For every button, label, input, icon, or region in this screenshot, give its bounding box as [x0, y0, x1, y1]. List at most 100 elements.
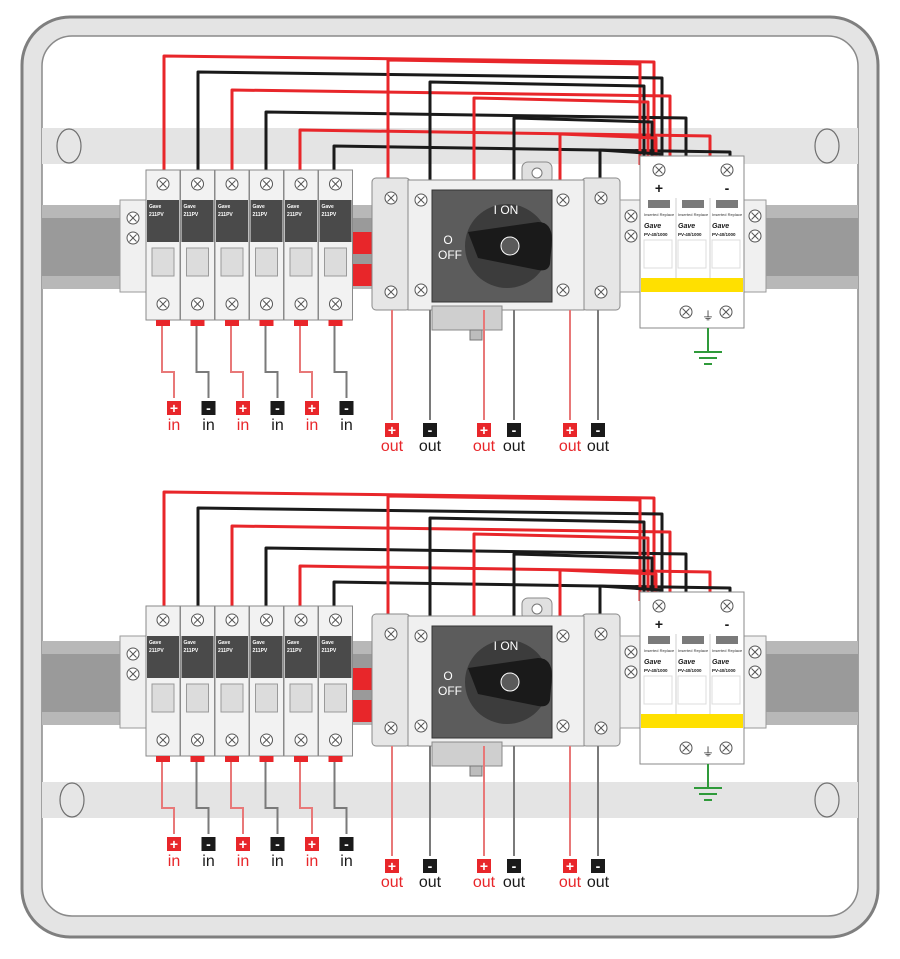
input-lead	[333, 762, 348, 834]
input-label: in	[271, 417, 283, 434]
fuse-brand: Gave	[149, 640, 161, 646]
screw-slot	[331, 180, 340, 188]
wire-switch-to-spd	[428, 516, 646, 616]
screw-slot	[297, 736, 305, 744]
screw-slot	[627, 232, 635, 240]
input-sign-box	[201, 837, 216, 851]
input-sign-box	[236, 837, 250, 851]
screw-slot	[597, 288, 605, 296]
output-sign-box	[477, 423, 491, 437]
fuse-holder	[145, 169, 181, 321]
input-lead	[264, 326, 279, 398]
wire-fuse-to-spd	[264, 110, 688, 172]
fuse-cartridge	[324, 683, 347, 713]
fuse-output-tab	[225, 320, 239, 326]
switch-on-label: I ON	[494, 639, 519, 653]
spd-module-tag: Inserted Replace	[644, 648, 675, 653]
switch-lock-box	[431, 305, 503, 331]
input-sign-box	[305, 401, 319, 415]
screw-slot	[228, 736, 236, 744]
screw-slot	[262, 616, 271, 624]
fuse-model: 211PV	[149, 648, 164, 654]
screw-slot	[228, 616, 236, 624]
spd-earth-symbol: ⏚	[702, 745, 714, 759]
switch-lock-box	[431, 741, 503, 767]
input-label: in	[306, 417, 318, 434]
screw-slot	[193, 300, 202, 308]
output-sign-box	[507, 859, 521, 873]
spd-earth-symbol: ⏚	[702, 309, 714, 323]
switch-hub	[500, 672, 520, 692]
wire-fuse-to-spd	[298, 128, 712, 172]
screw-slot	[417, 196, 425, 204]
spd-module-model: PV-40/1000	[712, 668, 736, 673]
fuse-label-plate	[319, 636, 352, 678]
spd-indicator-window	[682, 636, 704, 644]
input-sign: -	[275, 836, 280, 852]
input-lead	[333, 326, 348, 398]
screw-slot	[597, 724, 605, 732]
screw-slot	[228, 300, 236, 308]
mounting-hole	[56, 128, 82, 164]
fuse-brand: Gave	[218, 204, 230, 210]
mounting-hole	[814, 782, 840, 818]
switch-off-bottom: OFF	[438, 684, 462, 698]
input-lead	[230, 762, 244, 834]
fuse-block-marker	[353, 264, 373, 286]
output-label: out	[503, 874, 526, 891]
fuse-label-plate	[216, 636, 248, 678]
fuse-model: 211PV	[149, 212, 164, 218]
fuse-brand: Gave	[149, 204, 161, 210]
panel: Gave211PVGave211PVGave211PVGave211PVGave…	[42, 490, 858, 891]
output-label: out	[559, 874, 582, 891]
fuse-model: 211PV	[218, 648, 233, 654]
wire-switch-to-spd	[512, 116, 654, 180]
output-sign-box	[591, 423, 605, 437]
spd-minus-label: -	[725, 180, 730, 196]
spd-module-model: PV-40/1000	[644, 668, 668, 673]
screw-slot	[129, 650, 137, 658]
screw-slot	[331, 616, 340, 624]
fuse-brand: Gave	[253, 204, 265, 210]
switch-off-top: O	[443, 669, 452, 683]
input-sign-box	[270, 401, 285, 415]
fuse-output-tab	[259, 320, 274, 326]
input-label: in	[168, 853, 180, 870]
output-label: out	[419, 874, 442, 891]
spd-module-model: PV-40/1000	[678, 668, 702, 673]
output-label: out	[587, 874, 610, 891]
fuse-model: 211PV	[184, 648, 199, 654]
wire-switch-to-spd	[512, 552, 654, 616]
screw-slot	[417, 722, 425, 730]
input-label: in	[340, 853, 352, 870]
screw-slot	[627, 212, 635, 220]
fuse-output-tab	[294, 756, 308, 762]
input-sign: -	[344, 836, 349, 852]
spd-yellow-band	[641, 278, 743, 292]
switch-hub	[500, 236, 520, 256]
fuse-holder	[214, 169, 250, 321]
output-sign: -	[596, 858, 601, 874]
switch-lock-shaft	[469, 329, 483, 341]
spd-module-brand: Gave	[712, 223, 729, 230]
switch-on-label: I ON	[494, 203, 519, 217]
output-label: out	[503, 438, 526, 455]
input-sign-box	[167, 401, 181, 415]
output-sign: +	[566, 422, 574, 438]
input-sign: +	[170, 836, 178, 852]
wire-fuse-to-spd	[298, 564, 712, 608]
fuse-brand: Gave	[287, 640, 299, 646]
input-lead	[230, 326, 244, 398]
fuse-cartridge	[289, 683, 313, 713]
switch-mount-hole	[531, 167, 543, 179]
spd-module-tag: Inserted Replace	[712, 648, 743, 653]
screw-slot	[387, 724, 395, 732]
input-lead	[161, 762, 175, 834]
screw-slot	[387, 630, 395, 638]
screw-slot	[417, 286, 425, 294]
output-label: out	[587, 438, 610, 455]
input-label: in	[237, 417, 249, 434]
screw-slot	[751, 668, 759, 676]
output-sign-box	[563, 423, 577, 437]
screw-slot	[751, 648, 759, 656]
